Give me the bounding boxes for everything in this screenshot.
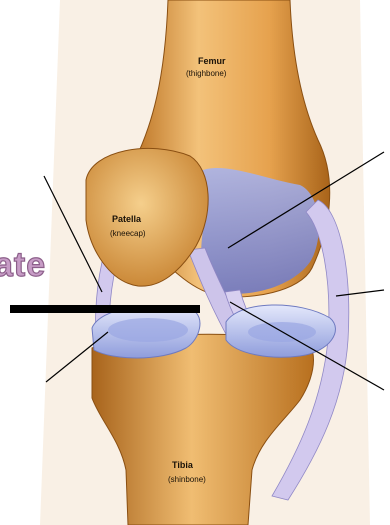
patella-sublabel: (kneecap) (110, 229, 146, 238)
tibia-label: Tibia (172, 460, 194, 470)
medial-meniscus-center (108, 318, 188, 342)
tibia-sublabel: (shinbone) (168, 475, 206, 484)
femur-label: Femur (198, 56, 226, 66)
patella-label: Patella (112, 214, 142, 224)
partial-overlay-text: ate (0, 246, 46, 284)
redaction-bar (10, 305, 200, 313)
femur-sublabel: (thighbone) (186, 69, 227, 78)
